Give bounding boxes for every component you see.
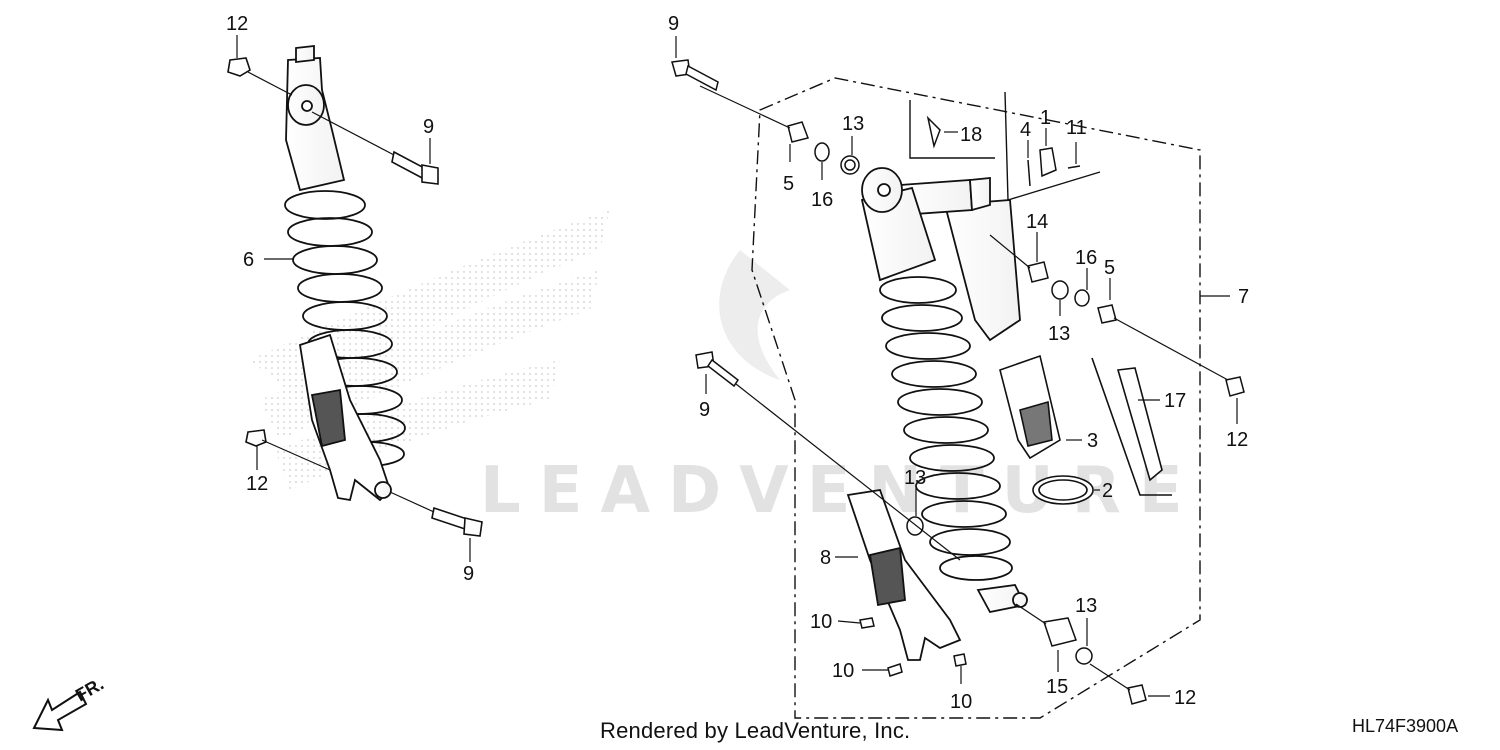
callout-9: 9 [699,399,710,421]
callout-10: 10 [810,611,832,633]
background-watermark: LEADVENTURE [250,210,1183,528]
callout-13: 13 [1075,595,1097,617]
callout-14: 14 [1026,211,1048,233]
callout-10: 10 [832,660,854,682]
callout-13: 13 [842,113,864,135]
label-sticker [1091,357,1172,496]
right-hardware [671,59,1245,705]
callout-18: 18 [960,124,982,146]
callout-10: 10 [950,691,972,713]
left-leader-lines [236,35,471,562]
callout-4: 4 [1020,119,1031,141]
callout-12: 12 [1174,687,1196,709]
callout-1: 1 [1040,107,1051,129]
callout-17: 17 [1164,390,1186,412]
callout-13: 13 [904,467,926,489]
callout-6: 6 [243,249,254,271]
right-shock-absorber [860,167,1028,614]
diagram-code: HL74F3900A [1352,716,1459,736]
callout-12: 12 [1226,429,1248,451]
left-shock-absorber [284,44,406,502]
callout-13: 13 [1048,323,1070,345]
left-hardware [227,57,483,537]
callout-12: 12 [226,13,248,35]
callout-11: 11 [1066,117,1087,139]
callout-9: 9 [668,13,679,35]
callout-9: 9 [423,116,434,138]
callout-5: 5 [783,173,794,195]
right-callouts: 9 13 5 16 18 4 1 11 14 16 5 13 7 17 12 9… [668,13,1249,713]
callout-16: 16 [811,189,833,211]
callout-9: 9 [463,563,474,585]
callout-15: 15 [1046,676,1068,698]
rear-shock-guard [846,488,962,661]
callout-12: 12 [246,473,268,495]
callout-16: 16 [1075,247,1097,269]
callout-5: 5 [1104,257,1115,279]
callout-2: 2 [1102,480,1113,502]
callout-3: 3 [1087,430,1098,452]
right-leader-lines [675,36,1238,697]
front-direction-arrow: FR. [32,674,107,732]
callout-8: 8 [820,547,831,569]
reservoir-cover [999,354,1094,505]
callout-7: 7 [1238,286,1249,308]
render-credit: Rendered by LeadVenture, Inc. [600,718,911,743]
left-callouts: 12 9 6 12 9 [226,13,474,585]
kit-boundary [751,77,1201,719]
